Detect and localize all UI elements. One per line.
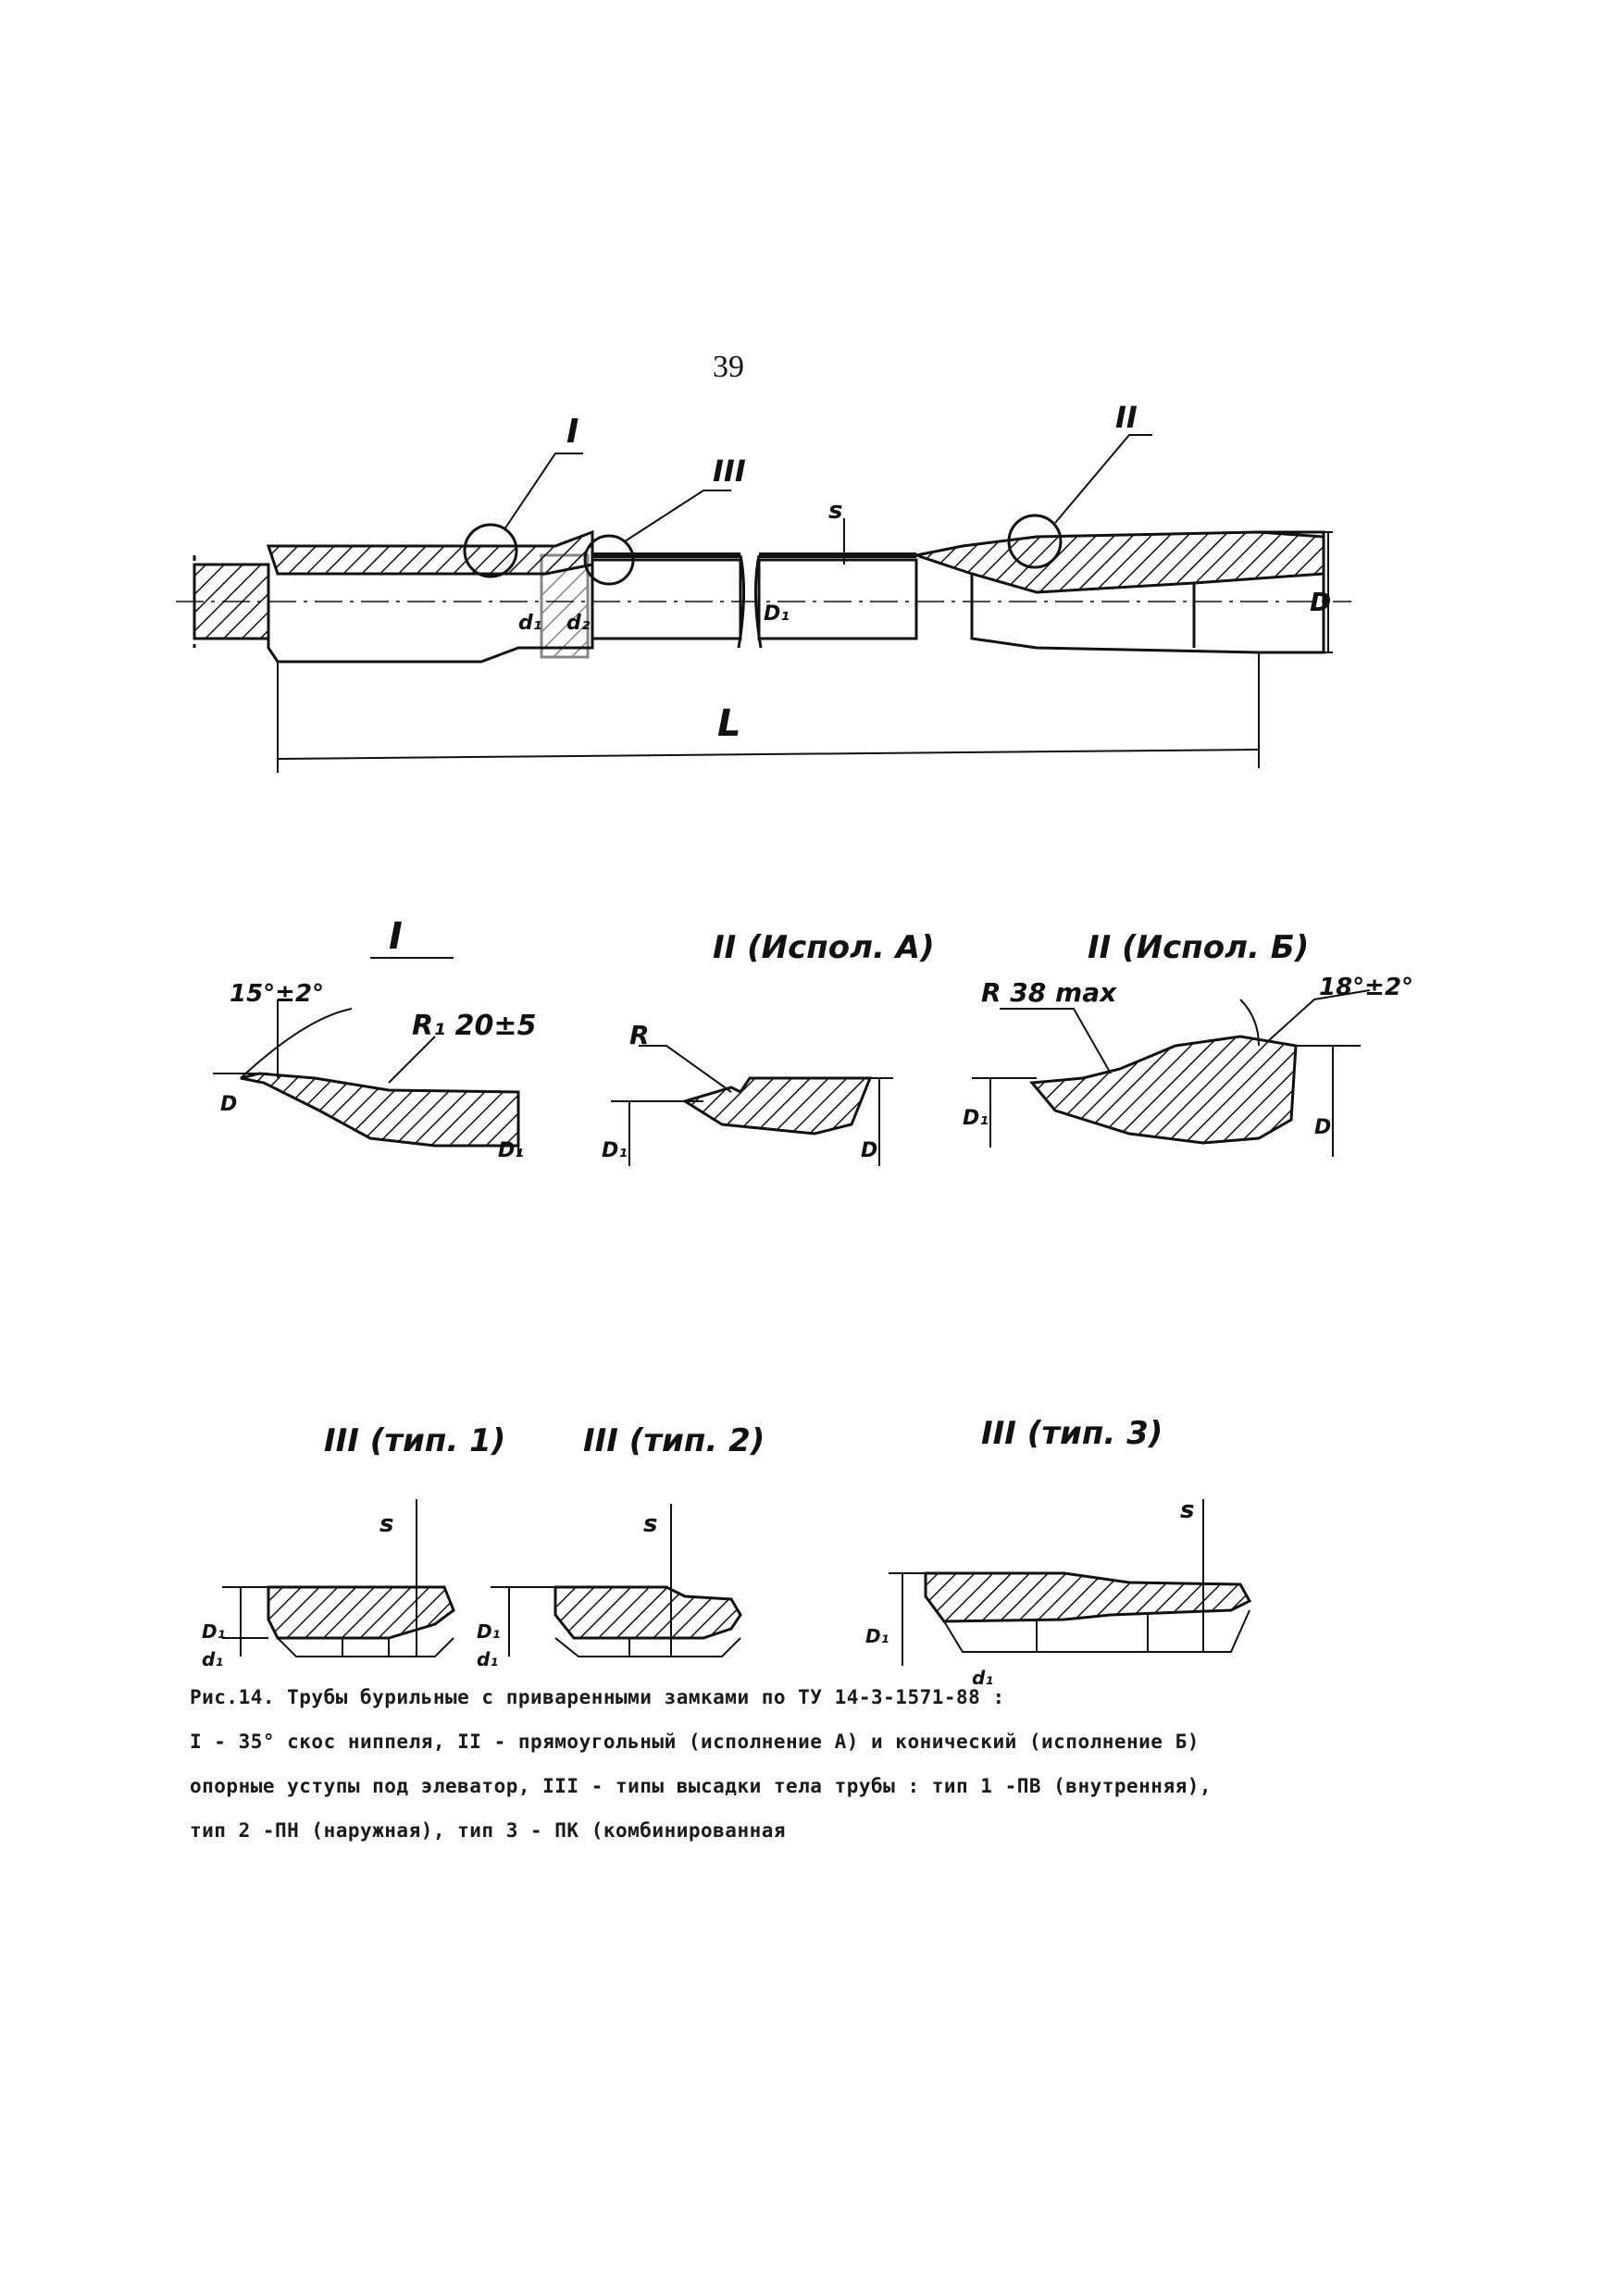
right-tool-joint	[911, 530, 1325, 594]
detail-II-marker	[1007, 514, 1063, 569]
pipe-body-left	[591, 558, 742, 640]
upset-type2-s: s	[643, 1510, 657, 1538]
upset-type3-figure	[889, 1499, 1252, 1666]
detail-II-B-D: D	[1314, 1116, 1331, 1139]
upset-type3-d1: d₁	[972, 1667, 993, 1689]
upset-type1-figure	[222, 1499, 455, 1657]
callout-III-label: III	[713, 453, 746, 489]
figure-caption: Рис.14. Трубы бурильные с приваренными з…	[190, 1675, 1430, 1853]
d2-label: d₂	[566, 612, 591, 635]
upset-type3-D1: D₁	[865, 1625, 889, 1647]
upset-type1-D1: D₁	[202, 1620, 225, 1643]
callout-II-label: II	[1115, 400, 1138, 435]
detail-I-marker	[463, 523, 518, 578]
detail-I-chamfer: 15°±2°	[230, 980, 324, 1008]
main-pipe-figure	[176, 434, 1351, 773]
caption-line-4: тип 2 -ПН (наружная), тип 3 - ПК (комбин…	[190, 1819, 787, 1842]
caption-line-1: Рис.14. Трубы бурильные с приваренными з…	[190, 1686, 1005, 1708]
detail-II-A-D1: D₁	[602, 1139, 628, 1162]
pipe-body-right	[757, 558, 918, 640]
detail-I-figure	[213, 957, 520, 1157]
detail-I-radius: R₁ 20±5	[412, 1010, 536, 1042]
detail-II-B-radius: R 38 max	[981, 977, 1117, 1008]
page-number: 39	[713, 350, 744, 384]
upset-type2-title: III (тип. 2)	[583, 1422, 765, 1459]
d1-label: d₁	[518, 612, 541, 635]
detail-I-D: D	[220, 1093, 237, 1116]
upset-type2-figure	[491, 1504, 742, 1657]
upset-type2-D1: D₁	[477, 1620, 500, 1643]
upset-type1-title: III (тип. 1)	[324, 1422, 505, 1459]
caption-line-3: опорные уступы под элеватор, III - типы …	[190, 1775, 1213, 1797]
upset-type1-d1: d₁	[202, 1648, 223, 1670]
dn-label: D₁	[764, 602, 790, 626]
detail-II-B-angle: 18°±2°	[1319, 974, 1413, 1001]
upset-type3-title: III (тип. 3)	[981, 1415, 1163, 1452]
detail-II-A-title: II (Испол. А)	[713, 929, 935, 966]
caption-line-2: I - 35° скос ниппеля, II - прямоугольный…	[190, 1731, 1200, 1753]
callout-I-label: I	[566, 413, 578, 451]
wall-label: s	[828, 497, 842, 525]
upset-type3-s: s	[1180, 1496, 1194, 1524]
upset-type1-s: s	[379, 1510, 393, 1538]
length-label: L	[717, 702, 741, 745]
upset-type2-d1: d₁	[477, 1648, 498, 1670]
detail-I-D1: D₁	[498, 1139, 524, 1162]
outer-diameter-label: D	[1310, 587, 1331, 617]
detail-II-A-figure	[611, 1045, 893, 1166]
detail-I-title: I	[389, 915, 403, 958]
detail-II-A-radius: R	[629, 1020, 650, 1050]
detail-II-B-title: II (Испол. Б)	[1088, 929, 1309, 966]
detail-II-B-D1: D₁	[963, 1107, 989, 1130]
detail-II-A-D: D	[861, 1139, 877, 1162]
detail-II-B-figure	[972, 989, 1371, 1157]
detail-III-marker	[583, 534, 635, 586]
